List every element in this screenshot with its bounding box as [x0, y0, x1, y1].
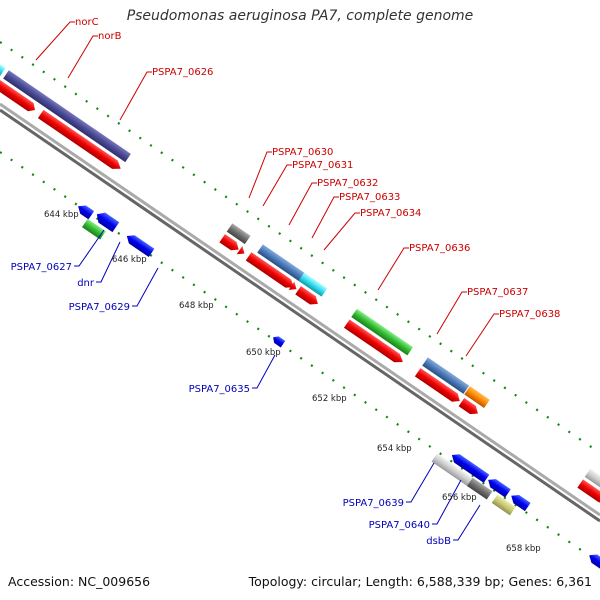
tick-label: 652 kbp [312, 394, 347, 404]
gene-PSPA7_0629[interactable] [82, 218, 106, 240]
gene-label-norB[interactable]: norB [98, 31, 122, 42]
gene-label-dsbB[interactable]: dsbB [426, 536, 451, 547]
gene-label-PSPA7_0640[interactable]: PSPA7_0640 [369, 520, 430, 531]
cds-feature[interactable] [414, 368, 463, 405]
gene-PSPA7_0634[interactable] [298, 272, 328, 297]
cds-feature[interactable] [236, 246, 248, 258]
tick-label: 656 kbp [442, 493, 477, 503]
leader-lines [35, 21, 499, 541]
gene-PSPA7_0637[interactable] [422, 357, 470, 394]
gene-label-PSPA7_0634[interactable]: PSPA7_0634 [360, 208, 421, 219]
tick-label: 658 kbp [506, 544, 541, 554]
gene-label-PSPA7_0637[interactable]: PSPA7_0637 [467, 287, 528, 298]
gene-label-PSPA7_0639[interactable]: PSPA7_0639 [343, 498, 404, 509]
gene-label-PSPA7_0630[interactable]: PSPA7_0630 [272, 147, 333, 158]
tick-label: 646 kbp [112, 255, 147, 265]
gene-PSPA7_0640-arrow[interactable] [485, 476, 511, 498]
gene-tail[interactable] [586, 551, 600, 570]
map-title: Pseudomonas aeruginosa PA7, complete gen… [126, 8, 474, 24]
gene-dsbB[interactable] [491, 494, 516, 516]
cds-feature[interactable] [577, 479, 600, 505]
backbone [0, 102, 600, 523]
cds-feature[interactable] [37, 109, 124, 173]
cds-feature[interactable] [0, 74, 38, 114]
reverse-labels: PSPA7_0627 dnr PSPA7_0629 PSPA7_0635 PSP… [11, 262, 452, 547]
gene-dnr[interactable] [93, 209, 120, 233]
reverse-gene-row [75, 202, 600, 570]
cds-feature[interactable] [219, 234, 241, 254]
gene-PSPA7_0635[interactable] [271, 334, 286, 348]
genome-summary-text: Topology: circular; Length: 6,588,339 bp… [248, 574, 592, 589]
cds-feature[interactable] [245, 252, 297, 291]
gene-PSPA7_0627[interactable] [75, 202, 95, 220]
gene-label-dnr[interactable]: dnr [77, 278, 95, 289]
gene-PSPA7_0631[interactable] [257, 244, 306, 282]
accession-text: Accession: NC_009656 [8, 574, 151, 589]
gene-norB[interactable] [0, 58, 6, 77]
cds-row [0, 74, 600, 505]
gene-PSPA7_0630[interactable] [226, 223, 251, 245]
gene-label-PSPA7_0631[interactable]: PSPA7_0631 [292, 160, 353, 171]
gene-label-PSPA7_0636[interactable]: PSPA7_0636 [409, 243, 470, 254]
gene-PSPA7_0629-arrow[interactable] [124, 232, 155, 258]
gene-PSPA7_0636[interactable] [351, 308, 414, 356]
kbp-ticks: 644 kbp 646 kbp 648 kbp 650 kbp 652 kbp … [44, 210, 541, 554]
cds-feature[interactable] [295, 286, 320, 308]
gene-label-PSPA7_0632[interactable]: PSPA7_0632 [317, 178, 378, 189]
gene-PSPA7_0626[interactable] [3, 70, 131, 163]
forward-labels: norC norB PSPA7_0626 PSPA7_0630 PSPA7_06… [75, 17, 560, 320]
gene-label-PSPA7_0635[interactable]: PSPA7_0635 [189, 384, 250, 395]
cds-feature[interactable] [458, 398, 481, 418]
gene-label-norC[interactable]: norC [75, 17, 99, 28]
gene-label-PSPA7_0629[interactable]: PSPA7_0629 [69, 302, 130, 313]
tick-label: 644 kbp [44, 210, 79, 220]
gene-PSPA7_0638[interactable] [464, 386, 490, 408]
gene-label-PSPA7_0638[interactable]: PSPA7_0638 [499, 309, 560, 320]
tick-label: 648 kbp [179, 301, 214, 311]
cds-feature[interactable] [288, 281, 300, 294]
gene-label-PSPA7_0626[interactable]: PSPA7_0626 [152, 67, 213, 78]
gene-PSPA7_0639-arrow[interactable] [449, 451, 490, 483]
gene-PSPA7_0640[interactable] [467, 477, 493, 500]
gene-dsbB-arrow[interactable] [508, 492, 531, 512]
gene-label-PSPA7_0627[interactable]: PSPA7_0627 [11, 262, 72, 273]
cds-feature[interactable] [343, 319, 406, 366]
tick-label: 654 kbp [377, 444, 412, 454]
gene-PSPA7_0639[interactable] [431, 453, 474, 487]
tick-label: 650 kbp [246, 348, 281, 358]
gene-label-PSPA7_0633[interactable]: PSPA7_0633 [339, 192, 400, 203]
